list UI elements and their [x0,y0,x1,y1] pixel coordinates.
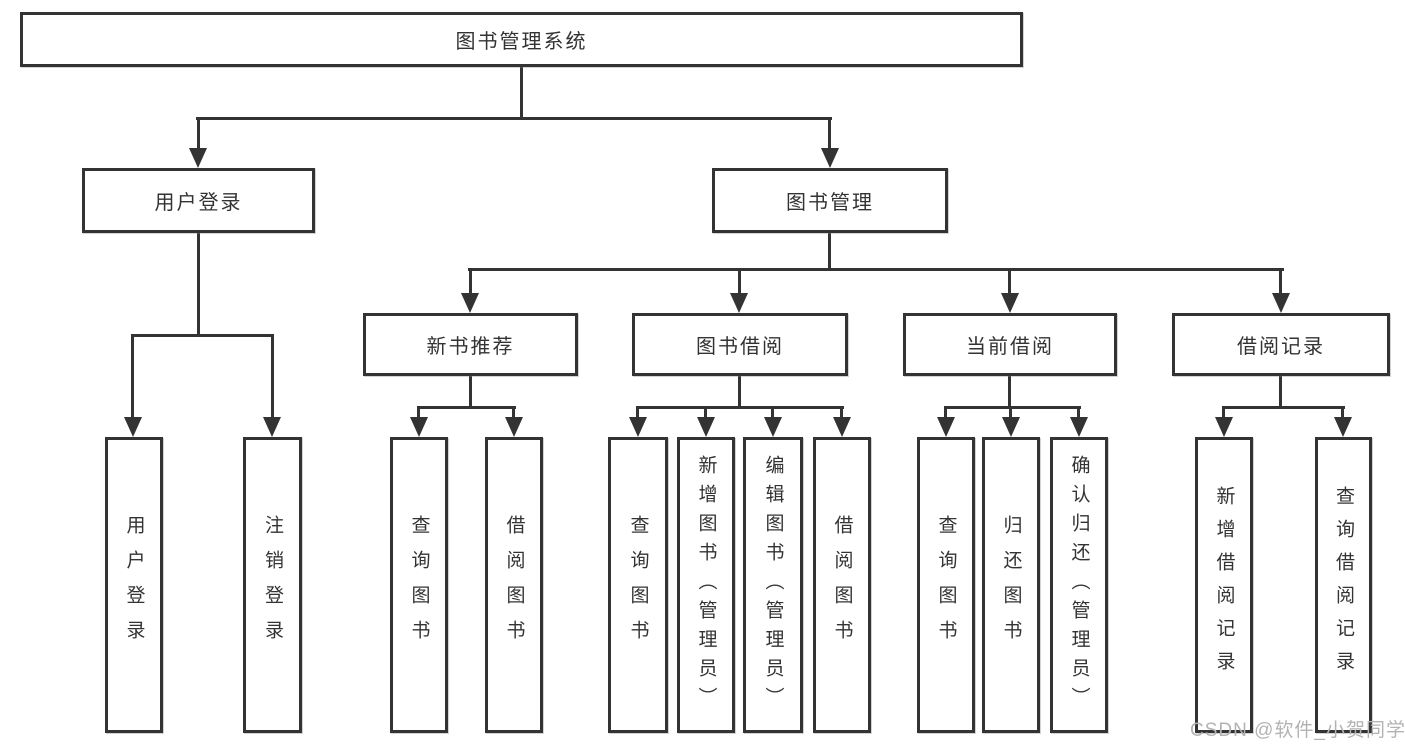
connector-drop [840,406,843,420]
leaf-borrow-books-recommend: 借阅图书 [485,437,543,733]
node-new-book-recommend: 新书推荐 [363,313,578,376]
connector-borrow-records-branch [1222,406,1345,409]
connector-drop [944,406,947,420]
connector-drop [771,406,774,420]
arrow-down-icon [461,293,479,313]
connector-borrow-records-stem [1279,375,1282,408]
leaf-return-book: 归还图书 [982,437,1040,733]
arrow-down-icon [1001,293,1019,313]
arrow-down-icon [263,417,281,437]
csdn-watermark: CSDN @软件_小贺同学 [1190,720,1405,741]
arrow-down-icon [937,417,955,437]
arrow-down-icon [629,417,647,437]
connector-drop [417,406,420,420]
connector-drop-borrow-records [1279,268,1282,296]
connector-drop-book-borrow [738,268,741,296]
node-current-borrow: 当前借阅 [903,313,1117,376]
node-library-system: 图书管理系统 [20,12,1023,67]
leaf-query-books-borrow: 查询图书 [608,437,668,733]
arrow-down-icon [821,148,839,168]
node-book-borrow: 图书借阅 [632,313,848,376]
connector-drop [1009,406,1012,420]
connector-book-management-branch [468,268,1284,271]
connector-book-borrow-stem [738,375,741,408]
leaf-add-borrow-record: 新增借阅记录 [1195,437,1253,733]
connector-user-login-stem [197,232,200,336]
arrow-down-icon [1002,417,1020,437]
connector-root-stem [520,67,523,119]
connector-drop [636,406,639,420]
connector-book-management-stem [828,232,831,271]
leaf-logout: 注销登录 [243,437,302,733]
node-borrow-records: 借阅记录 [1172,313,1390,376]
connector-user-login-branch [131,334,274,337]
arrow-down-icon [697,417,715,437]
connector-new-book-stem [469,375,472,408]
node-user-login: 用户登录 [82,168,315,233]
leaf-query-books-current: 查询图书 [917,437,975,733]
leaf-query-borrow-record: 查询借阅记录 [1315,437,1372,733]
connector-new-book-branch [417,406,516,409]
arrow-down-icon [1215,417,1233,437]
arrow-down-icon [189,148,207,168]
connector-drop [1222,406,1225,420]
leaf-confirm-return-admin: 确认归还（管理员） [1050,437,1108,733]
node-book-management: 图书管理 [712,168,948,233]
leaf-edit-book-admin: 编辑图书（管理员） [743,437,803,733]
connector-drop-leaf-logout [271,334,274,420]
arrow-down-icon [730,293,748,313]
leaf-query-books-recommend: 查询图书 [390,437,448,733]
arrow-down-icon [1070,417,1088,437]
connector-drop-new-book-recommend [469,268,472,296]
leaf-user-login: 用户登录 [105,437,163,733]
connector-drop-current-borrow [1008,268,1011,296]
arrow-down-icon [505,417,523,437]
connector-book-borrow-branch [636,406,844,409]
connector-root-branch [196,117,832,120]
connector-drop-user-login [197,117,200,151]
connector-drop-book-management [828,117,831,151]
connector-drop [704,406,707,420]
arrow-down-icon [1272,293,1290,313]
connector-drop-leaf-user-login [131,334,134,420]
connector-current-borrow-branch [944,406,1081,409]
leaf-borrow-books-borrow: 借阅图书 [813,437,871,733]
arrow-down-icon [833,417,851,437]
arrow-down-icon [1334,417,1352,437]
connector-drop [1077,406,1080,420]
connector-drop [512,406,515,420]
connector-drop [1341,406,1344,420]
leaf-add-book-admin: 新增图书（管理员） [677,437,735,733]
connector-current-borrow-stem [1008,375,1011,408]
arrow-down-icon [124,417,142,437]
arrow-down-icon [764,417,782,437]
arrow-down-icon [410,417,428,437]
